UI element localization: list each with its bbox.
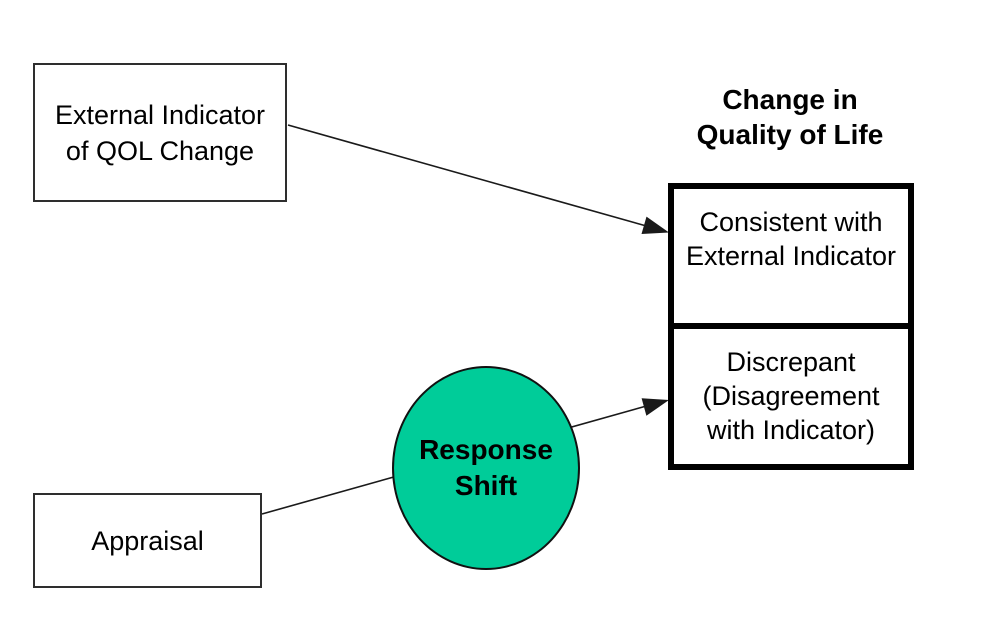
response-shift-ellipse: Response Shift <box>392 366 580 570</box>
discrepant-cell-line1: Discrepant <box>726 347 856 377</box>
arrow-external-to-consistent <box>287 124 651 228</box>
response-shift-line1: Response <box>419 434 553 465</box>
qol-change-outcome-box: Consistent with External Indicator Discr… <box>668 183 914 470</box>
arrowhead-right-icon <box>641 216 669 234</box>
arrowhead-right-icon <box>641 398 669 416</box>
qol-change-heading-line1: Change in <box>722 84 858 115</box>
appraisal-label: Appraisal <box>91 525 204 556</box>
discrepant-cell-line3: with Indicator) <box>706 415 876 445</box>
consistent-cell: Consistent with External Indicator <box>674 189 908 329</box>
external-indicator-label: External Indicator of QOL Change <box>55 97 265 169</box>
external-indicator-box: External Indicator of QOL Change <box>33 63 287 202</box>
appraisal-box: Appraisal <box>33 493 262 588</box>
discrepant-cell-line2: (Disagreement <box>702 381 880 411</box>
discrepant-cell: Discrepant (Disagreement with Indicator) <box>674 329 908 464</box>
qol-change-heading: Change in Quality of Life <box>655 82 925 152</box>
external-indicator-line1: External Indicator <box>54 99 266 130</box>
consistent-cell-line2: External Indicator <box>685 241 897 271</box>
external-indicator-line2: of QOL Change <box>65 135 255 166</box>
qol-change-heading-line2: Quality of Life <box>696 119 884 150</box>
response-shift-line2: Shift <box>454 470 518 501</box>
consistent-cell-line1: Consistent with <box>699 207 883 237</box>
